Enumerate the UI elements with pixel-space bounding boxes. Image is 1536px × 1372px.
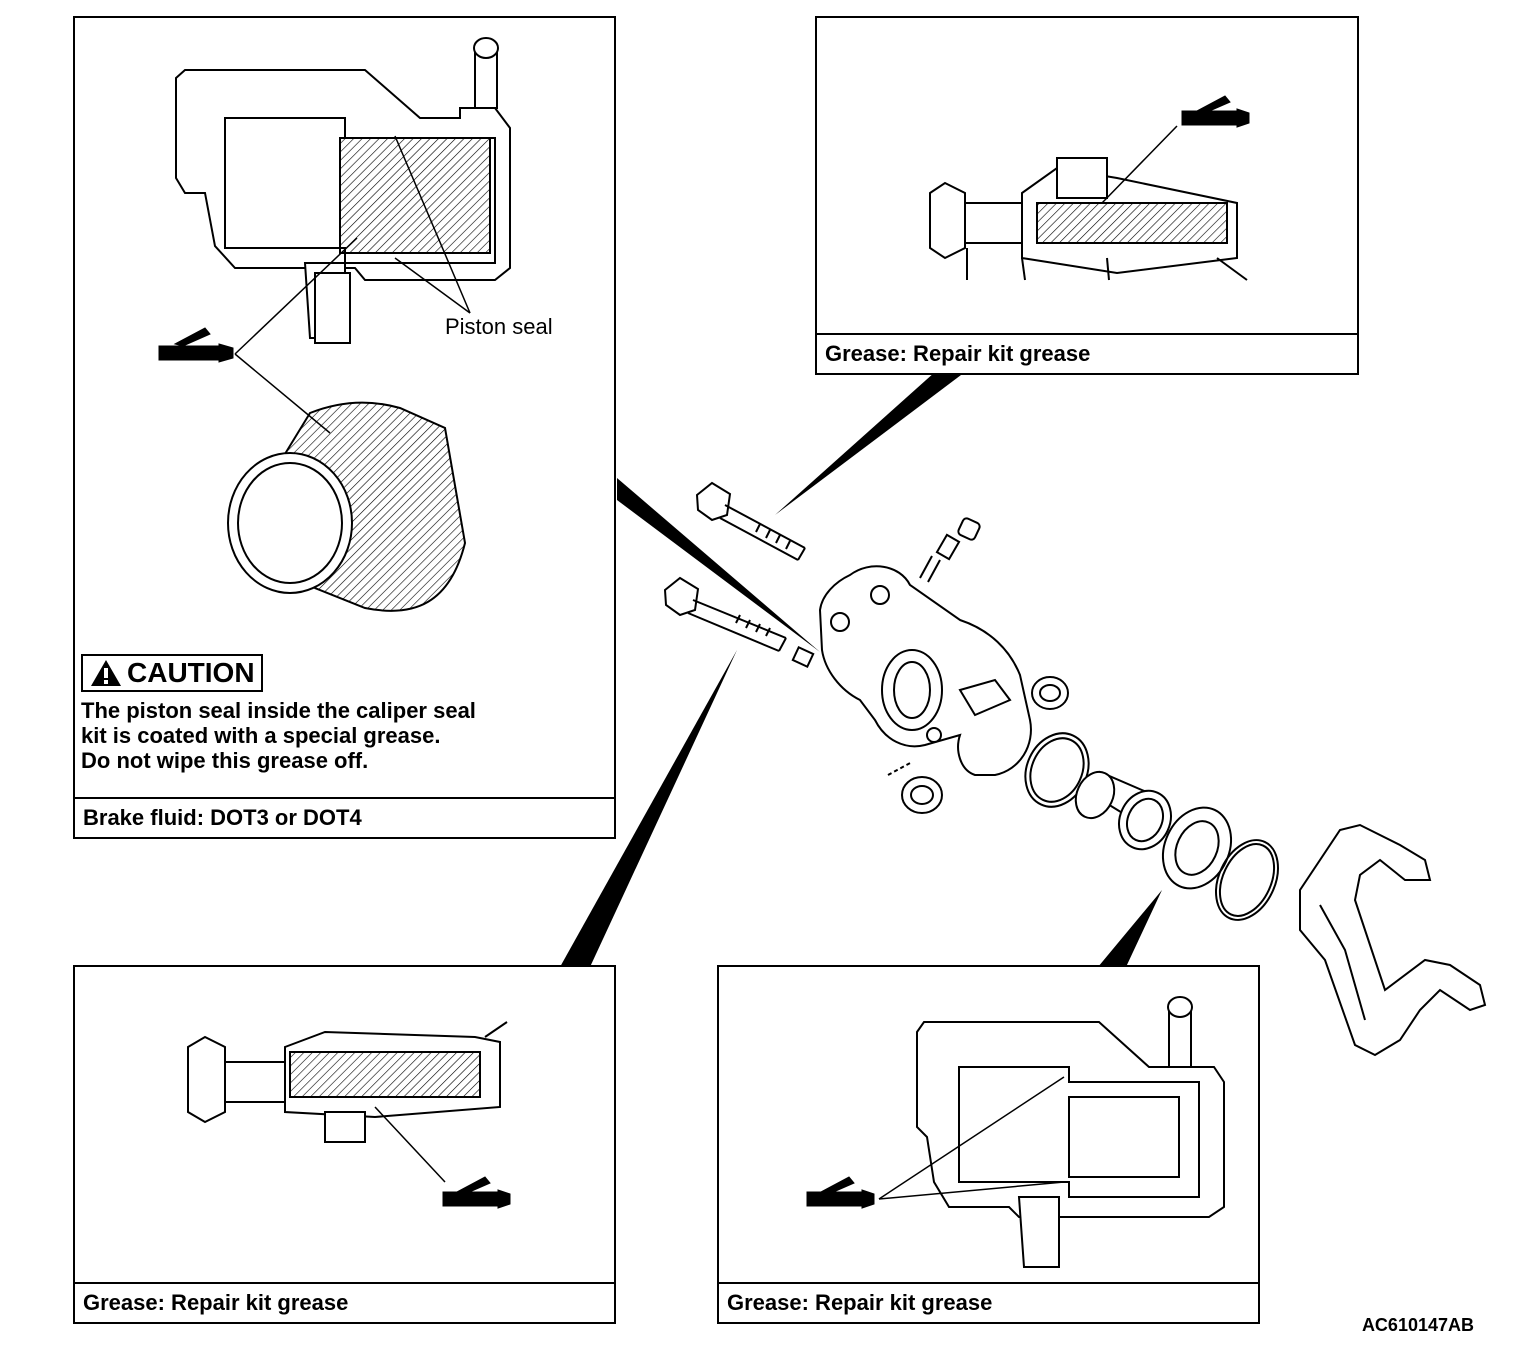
panel-guide-pin-lower: Grease: Repair kit grease <box>73 965 616 1324</box>
grease-gun-icon <box>806 1176 875 1209</box>
guide-bolt-upper <box>695 481 806 561</box>
caution-line: kit is coated with a special grease. <box>81 723 441 748</box>
caliper-seal-drawing <box>806 996 1225 1268</box>
caption-grease-upper: Grease: Repair kit grease <box>817 333 1357 373</box>
caliper-support <box>1299 823 1487 1057</box>
boot-ring <box>1215 839 1279 921</box>
callout-pointer-top-right <box>775 372 965 515</box>
grease-gun-icon <box>158 327 234 363</box>
callout-pointer-bottom-right <box>1098 890 1162 967</box>
guide-bolt-lower <box>663 576 787 652</box>
caption-brake-fluid: Brake fluid: DOT3 or DOT4 <box>75 797 614 837</box>
bolt-sleeve <box>791 645 815 669</box>
bleeder-screw <box>919 517 981 583</box>
grease-gun-icon <box>442 1176 511 1209</box>
warning-triangle-icon <box>91 660 121 686</box>
caution-heading: CAUTION <box>81 654 263 692</box>
panel-caliper-seal: Grease: Repair kit grease <box>717 965 1260 1324</box>
caliper-section-drawing <box>158 37 511 612</box>
figure-id: AC610147AB <box>1361 1315 1474 1335</box>
panel-piston-seal: Piston seal CAUTION The piston seal insi… <box>73 16 616 839</box>
caution-line: The piston seal inside the caliper seal <box>81 698 476 723</box>
piston <box>1074 770 1172 851</box>
panel-guide-pin-upper: Grease: Repair kit grease <box>815 16 1359 375</box>
guide-pin-section-drawing-lower <box>187 1021 511 1209</box>
callout-pointer-bottom-left <box>560 650 737 967</box>
caution-line: Do not wipe this grease off. <box>81 748 369 773</box>
caption-grease-lower-right: Grease: Repair kit grease <box>719 1282 1258 1322</box>
callout-pointer-top-left <box>617 478 820 652</box>
caliper-body <box>818 565 1032 776</box>
guide-pin-section-drawing <box>929 95 1250 281</box>
piston-drawing <box>227 401 467 612</box>
piston-boot <box>1161 806 1233 890</box>
boot-lower <box>887 761 943 814</box>
caption-grease-lower-left: Grease: Repair kit grease <box>75 1282 614 1322</box>
caution-text: The piston seal inside the caliper seal … <box>81 698 581 773</box>
caution-title: CAUTION <box>127 657 255 688</box>
grease-gun-icon <box>1181 95 1250 128</box>
boot-upper <box>1031 676 1069 710</box>
piston-seal-label: Piston seal <box>445 314 553 339</box>
